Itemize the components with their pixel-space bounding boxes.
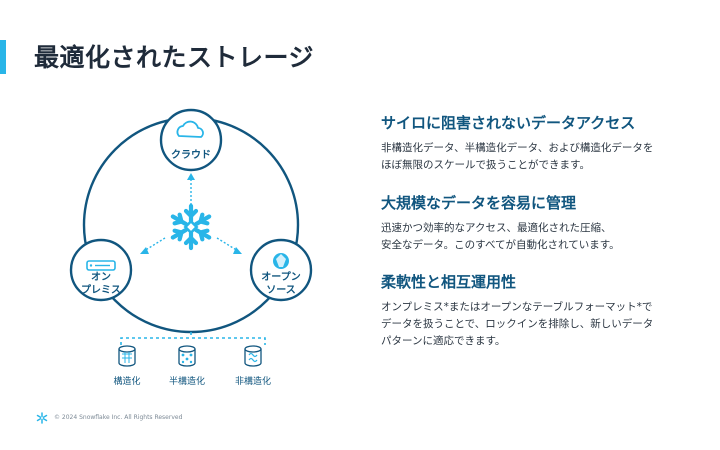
title-accent-bar [0, 40, 6, 74]
section-body: オンプレミス*またはオープンなテーブルフォーマット*で データを扱うことで、ロッ… [381, 301, 654, 347]
server-icon [86, 260, 116, 271]
section-body: 非構造化データ、半構造化データ、および構造化データを ほぼ無限のスケールで扱うこ… [381, 142, 654, 171]
storage-label-semistructured: 半構造化 [168, 377, 205, 387]
unstructured-database-icon [244, 345, 262, 367]
onprem-label: オン プレミス [81, 272, 121, 296]
snowflake-icon [170, 203, 212, 251]
feature-section-data-management: 大規模なデータを容易に管理 迅速かつ効率的なアクセス、最適化された圧縮、 安全な… [381, 192, 701, 254]
storage-label-structured: 構造化 [113, 377, 141, 387]
section-heading: 大規模なデータを容易に管理 [381, 194, 577, 212]
opensource-node [249, 238, 313, 302]
storage-label-unstructured: 非構造化 [234, 377, 271, 387]
arrow-heads [140, 173, 242, 254]
section-heading: 柔軟性と相互運用性 [381, 273, 517, 291]
section-body: 迅速かつ効率的なアクセス、最適化された圧縮、 安全なデータ。このすべてが自動化さ… [381, 222, 620, 251]
iceberg-icon [273, 253, 289, 269]
structured-database-icon [118, 345, 136, 367]
feature-section-data-access: サイロに阻害されないデータアクセス 非構造化データ、半構造化データ、および構造化… [381, 112, 701, 174]
opensource-label: オープン ソース [261, 272, 301, 296]
page-title: 最適化されたストレージ [34, 43, 315, 72]
snowflake-logo-icon [36, 412, 48, 424]
storage-bracket [120, 337, 266, 345]
copyright-text: © 2024 Snowflake Inc. All Rights Reserve… [54, 414, 183, 421]
feature-section-interoperability: 柔軟性と相互運用性 オンプレミス*またはオープンなテーブルフォーマット*で デー… [381, 271, 701, 349]
cloud-label: クラウド [171, 150, 211, 161]
flow-arrows [143, 178, 239, 252]
cloud-node [159, 108, 223, 172]
section-heading: サイロに阻害されないデータアクセス [381, 114, 636, 132]
semistructured-database-icon [178, 345, 196, 367]
cloud-icon [176, 120, 204, 138]
